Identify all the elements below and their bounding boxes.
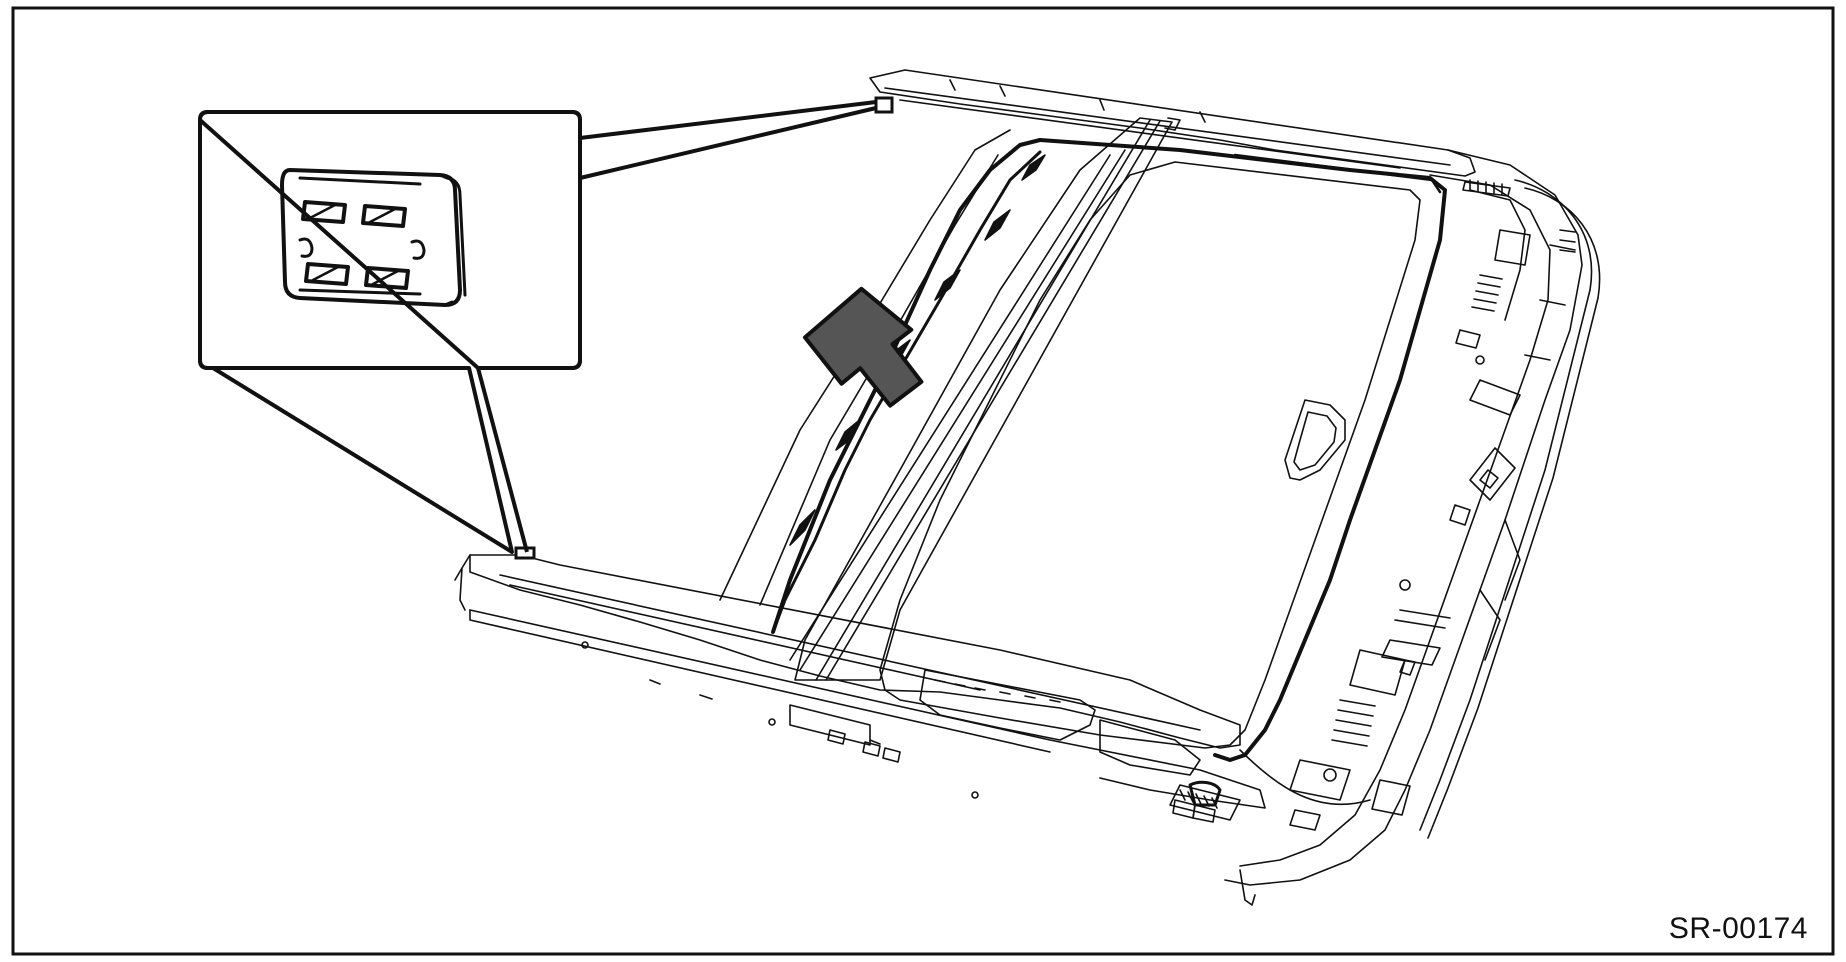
arrow-left-up-icon [802,286,924,408]
clip-connector-icon [280,168,467,307]
figure-id-label: SR-00174 [1668,912,1808,945]
clip-top-rail [874,96,894,114]
sunroof-frame [454,69,1601,906]
figure-border [11,6,1835,956]
callout [198,100,877,554]
